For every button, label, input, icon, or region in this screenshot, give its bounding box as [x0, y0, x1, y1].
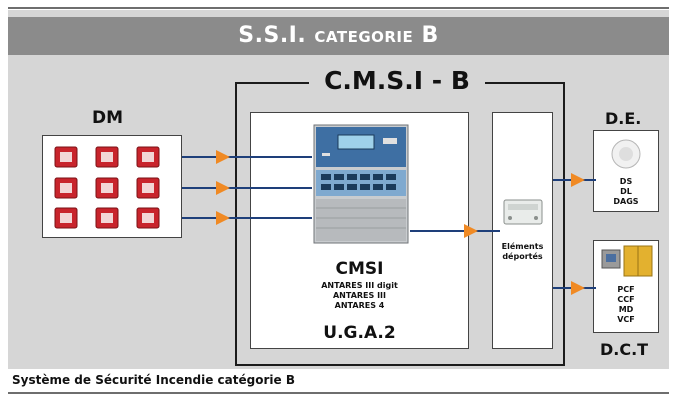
de-box [593, 130, 659, 212]
door-holder-icon [601, 249, 621, 269]
cmsi-models: ANTARES III digit ANTARES III ANTARES 4 [250, 281, 469, 311]
dct-item: VCF [617, 315, 635, 324]
de-item: DL [620, 187, 632, 196]
dm-arrows [216, 150, 230, 225]
dm-label: DM [92, 108, 124, 128]
diagram-title: S.S.I. CATEGORIE B [8, 17, 669, 56]
call-point-icon [54, 177, 78, 199]
remote-elements-label-line: Eléments [501, 242, 544, 251]
cmsi-model: ANTARES III digit [321, 281, 398, 290]
remote-elements-label: Eléments déportés [492, 242, 553, 262]
elements-to-de-connector [553, 173, 596, 187]
call-point-icon [136, 146, 160, 168]
cmsi-name: CMSI [335, 259, 384, 279]
cmsi-model: ANTARES III [332, 291, 386, 300]
de-item-list: DS DL DAGS [593, 177, 659, 207]
call-point-icon [136, 177, 160, 199]
dct-item: CCF [617, 295, 635, 304]
call-point-icon [54, 146, 78, 168]
remote-elements-box [492, 112, 553, 349]
call-point-icon [136, 207, 160, 229]
cmsi-model: ANTARES 4 [334, 301, 385, 310]
de-item: DS [619, 177, 633, 186]
dct-item: PCF [617, 285, 635, 294]
title-letter: B [421, 23, 439, 48]
de-item: DAGS [613, 197, 639, 206]
dct-item: MD [618, 305, 634, 314]
dct-item-list: PCF CCF MD VCF [593, 285, 659, 325]
cmsi-group-label: C.M.S.I - B [324, 66, 470, 95]
title-main: S.S.I. [238, 23, 307, 48]
elements-to-dct-connector [553, 281, 596, 295]
top-rule [8, 7, 669, 9]
call-point-icon [54, 207, 78, 229]
uga-label: U.G.A.2 [323, 323, 396, 343]
cmsi-cabinet-icon [313, 124, 409, 244]
cmsi-to-elements-connector [410, 224, 500, 238]
smoke-detector-icon [611, 139, 641, 169]
diagram-caption: Système de Sécurité Incendie catégorie B [12, 373, 295, 387]
bottom-rule [8, 392, 669, 394]
fire-door-icon [623, 245, 653, 277]
de-label: D.E. [605, 109, 642, 128]
call-point-icon [95, 177, 119, 199]
dct-label: D.C.T [600, 340, 649, 359]
title-sub: CATEGORIE [314, 28, 414, 46]
call-point-icon [95, 207, 119, 229]
cmsi-label-background [309, 68, 485, 98]
remote-element-icon [503, 199, 543, 225]
manual-call-points [54, 146, 160, 229]
title-bar: S.S.I. CATEGORIE B [8, 17, 669, 55]
remote-elements-label-line: déportés [502, 252, 543, 261]
call-point-icon [95, 146, 119, 168]
dm-connectors [182, 156, 312, 219]
